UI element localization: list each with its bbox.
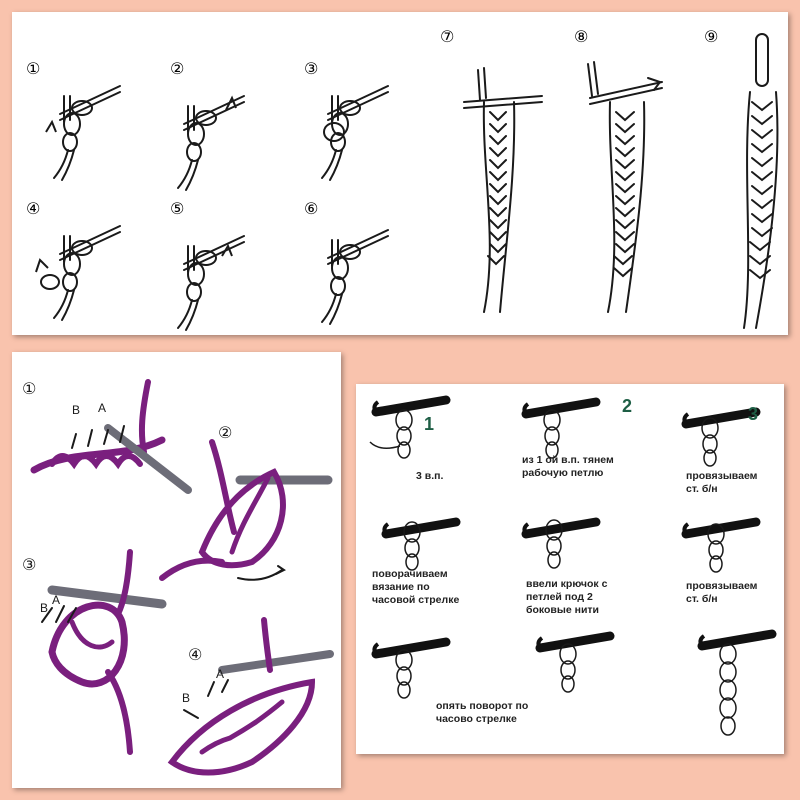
left-step-4-drawing xyxy=(167,617,334,776)
top-step-7-number: ⑦ xyxy=(440,27,454,46)
left-step-3-drawing xyxy=(41,549,167,755)
left-step-1-drawing xyxy=(30,379,192,494)
caption-5: ввели крючок с петлей под 2 боковые нити xyxy=(526,578,608,616)
russian-steps-panel: 1 2 3 3 в.п. из 1 ой в.п. тянем рабочую … xyxy=(356,384,784,754)
top-step-4-number: ④ xyxy=(26,199,40,218)
left-step-1-label-b: B xyxy=(72,403,80,417)
russian-steps-drawing xyxy=(369,384,784,736)
left-step-3-label-b: B xyxy=(40,601,48,615)
top-diagram-panel: ① ② ③ ④ ⑤ ⑥ ⑦ ⑧ ⑨ xyxy=(12,12,788,335)
purple-yarn-panel: ① B A ② ③ xyxy=(12,352,341,788)
left-step-2-number: ② xyxy=(218,423,232,442)
top-step-9-number: ⑨ xyxy=(704,27,718,46)
left-step-2-drawing xyxy=(159,439,333,581)
top-diagram-drawing: ① ② ③ ④ ⑤ ⑥ ⑦ ⑧ ⑨ xyxy=(26,27,779,331)
caption-2: из 1 ой в.п. тянем рабочую петлю xyxy=(522,454,614,479)
right-step-1-number: 1 xyxy=(424,414,435,434)
right-step-2-number: 2 xyxy=(622,396,633,416)
left-step-4-label-b: B xyxy=(182,691,190,705)
top-step-6-number: ⑥ xyxy=(304,199,318,218)
top-step-9-drawing xyxy=(743,33,779,329)
left-step-3-label-a: A xyxy=(52,593,60,607)
top-step-8-number: ⑧ xyxy=(574,27,588,46)
right-step-3-number: 3 xyxy=(748,404,759,424)
top-step-1-number: ① xyxy=(26,59,40,78)
left-step-4-number: ④ xyxy=(188,645,202,664)
top-step-3-drawing xyxy=(321,85,389,181)
caption-6: провязываем ст. б/н xyxy=(686,580,758,605)
top-step-4-drawing xyxy=(35,225,121,321)
top-step-1-drawing xyxy=(45,85,121,181)
caption-3: провязываем ст. б/н xyxy=(686,470,758,495)
top-step-7-drawing xyxy=(463,67,543,313)
caption-7: опять поворот по часово стрелке xyxy=(436,700,529,725)
row2-drawings xyxy=(384,520,756,573)
top-step-3-number: ③ xyxy=(304,59,318,78)
top-step-6-drawing xyxy=(321,229,389,325)
top-step-5-drawing xyxy=(177,235,245,331)
left-step-4-label-a: A xyxy=(216,667,224,681)
row3-drawings xyxy=(374,634,772,736)
left-step-1-number: ① xyxy=(22,379,36,398)
left-step-3-number: ③ xyxy=(22,555,36,574)
top-step-8-drawing xyxy=(587,61,663,313)
top-step-2-drawing xyxy=(177,95,245,191)
top-step-2-number: ② xyxy=(170,59,184,78)
caption-4: поворачиваем вязание по часовой стрелке xyxy=(372,568,460,606)
row1-drawings xyxy=(369,400,756,467)
top-step-5-number: ⑤ xyxy=(170,199,184,218)
purple-yarn-drawing: ① B A ② ③ xyxy=(22,379,334,776)
left-step-1-label-a: A xyxy=(98,401,106,415)
caption-1: 3 в.п. xyxy=(416,470,444,482)
